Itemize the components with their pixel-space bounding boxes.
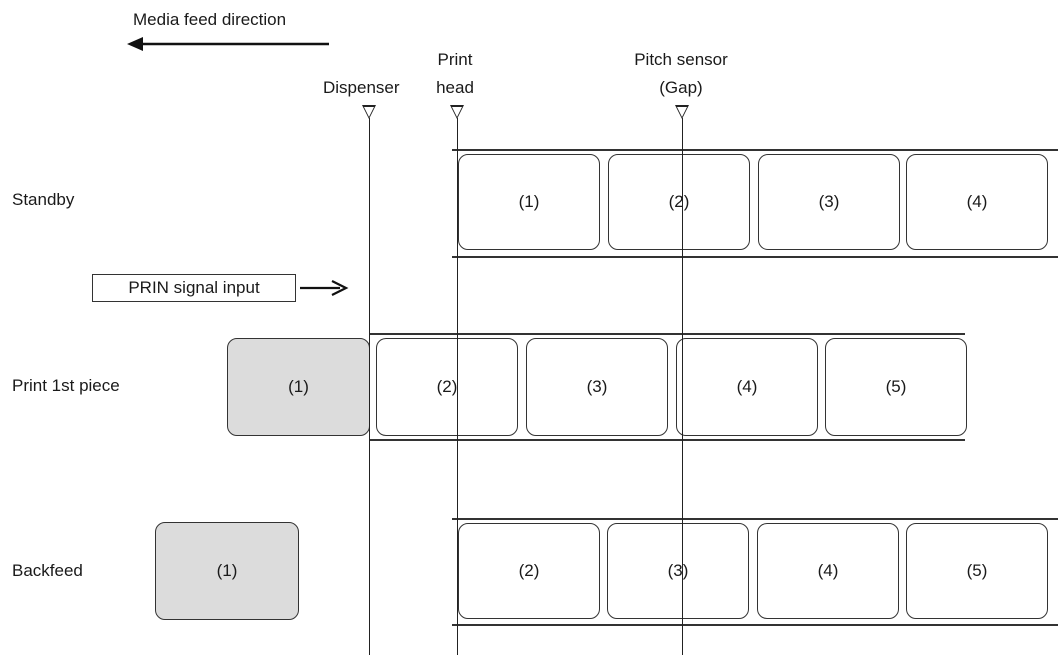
standby-backing-bottom	[452, 256, 1058, 258]
signal-arrow-icon	[300, 280, 349, 296]
signal-box: PRIN signal input	[92, 274, 296, 302]
print-head-label-line2: head	[436, 78, 474, 97]
label-number: (3)	[818, 192, 840, 211]
label-number: (1)	[288, 377, 309, 396]
label-number: (2)	[436, 377, 458, 396]
backfeed-dispensed-label: (1)	[155, 522, 299, 620]
row-title-print: Print 1st piece	[12, 376, 120, 395]
standby-backing-top	[452, 149, 1058, 151]
print-head-label-line1: Print	[437, 50, 473, 69]
print-dispensed-label: (1)	[227, 338, 370, 436]
pitch-sensor-label-line2: (Gap)	[659, 78, 703, 97]
direction-label: Media feed direction	[133, 10, 287, 29]
print-backing-bottom	[369, 439, 965, 441]
label-number: (5)	[885, 377, 907, 396]
backfeed-label-4: (4)	[757, 523, 899, 619]
dispenser-line	[368, 118, 370, 655]
print-head-marker-icon	[450, 105, 464, 119]
backfeed-backing-bottom	[452, 624, 1058, 626]
label-number: (2)	[668, 192, 690, 211]
backfeed-label-2: (2)	[458, 523, 600, 619]
pitch-sensor-label-line1: Pitch sensor	[634, 50, 728, 69]
print-label-5: (5)	[825, 338, 967, 436]
signal-label: PRIN signal input	[128, 278, 260, 297]
backfeed-backing-top	[452, 518, 1058, 520]
standby-label-2: (2)	[608, 154, 750, 250]
label-number: (4)	[736, 377, 758, 396]
label-number: (4)	[966, 192, 988, 211]
label-number: (1)	[216, 561, 238, 580]
label-number: (1)	[518, 192, 540, 211]
label-number: (3)	[667, 561, 689, 580]
label-number: (4)	[817, 561, 839, 580]
label-number: (5)	[966, 561, 988, 580]
row-title-standby: Standby	[12, 190, 75, 209]
dispenser-marker-icon	[362, 105, 376, 119]
standby-label-3: (3)	[758, 154, 900, 250]
print-label-3: (3)	[526, 338, 668, 436]
dispenser-label: Dispenser	[323, 78, 400, 97]
print-label-4: (4)	[676, 338, 818, 436]
backfeed-label-3: (3)	[607, 523, 749, 619]
pitch-sensor-line	[681, 118, 683, 655]
print-label-2: (2)	[376, 338, 518, 436]
backfeed-label-5: (5)	[906, 523, 1048, 619]
print-backing-top	[369, 333, 965, 335]
direction-arrow-icon	[127, 37, 329, 51]
print-head-line	[456, 118, 458, 655]
row-title-backfeed: Backfeed	[12, 561, 83, 580]
standby-label-1: (1)	[458, 154, 600, 250]
pitch-sensor-marker-icon	[675, 105, 689, 119]
standby-label-4: (4)	[906, 154, 1048, 250]
label-number: (3)	[586, 377, 608, 396]
label-number: (2)	[518, 561, 540, 580]
